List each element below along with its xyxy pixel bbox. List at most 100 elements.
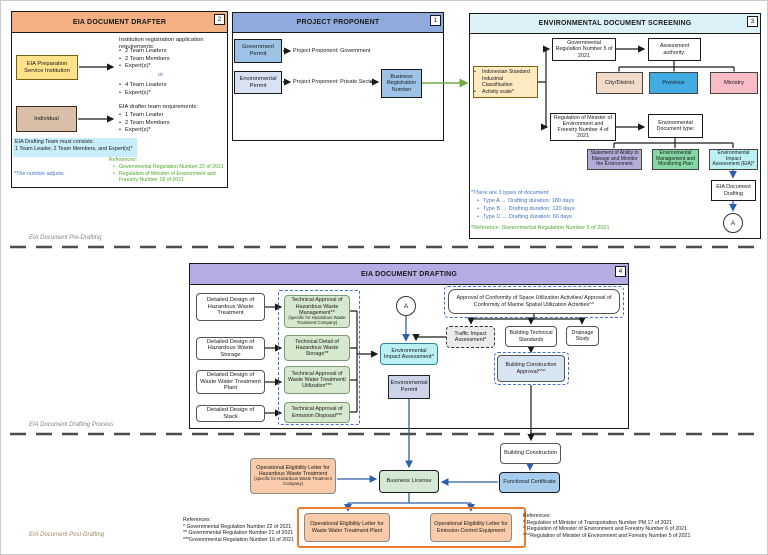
business-registration-label: Business Registration Number (386, 74, 417, 93)
environmental-permit-box: Environmental Permit (234, 71, 282, 94)
document-type-box: Environmental Document type: (648, 114, 703, 138)
references-right-block: References: * Regulation of Minister of … (523, 513, 690, 539)
eia-document-drafting-label: EIA Document Drafting (716, 184, 751, 197)
assessment-authority-label: Assessment authority: (659, 43, 690, 56)
building-construction-box: Building Construction (500, 443, 561, 464)
reference-line: * Regulation of Minister of Transportati… (523, 519, 673, 526)
bullet-item: Indonesian Standard Industrial Classific… (476, 69, 535, 89)
statement-label: Statement of Ability to Manage and Monit… (590, 149, 639, 168)
screening-reference: *Reference: Governmental Regulation Numb… (471, 225, 610, 231)
design-label: Detailed Design of Hazardous Waste Treat… (206, 297, 255, 317)
environmental-permit-result-box: Environmental Permit (388, 375, 430, 399)
ministry-label: Ministry (724, 79, 744, 86)
institution-label: EIA Preparation Service Institution (24, 60, 70, 74)
phase-separator-lines (10, 245, 760, 436)
building-technical-standards-label: Building Technical Standards (509, 330, 553, 343)
drainage-study-box: Drainage Study (566, 326, 599, 346)
reference-line: ^^^Regulation of Minister of Environment… (523, 532, 691, 539)
drafter-footnote: *The number adjusts (14, 171, 64, 177)
reference-line: ***Governmental Regulation Number 16 of … (183, 536, 294, 543)
bullet-item: Expert(s)* (119, 90, 225, 98)
design-stack-box: Detailed Design of Stack (196, 405, 265, 422)
doctype-eia-box: Environmental Impact Assessment (EIA)* (709, 149, 758, 170)
drafter-number-badge: 2 (214, 14, 225, 25)
drafter-references-list: Governmental Regulation Number 22 of 202… (113, 164, 225, 184)
connector-a-label: A (403, 302, 409, 310)
approval-label: Technical Approval of Hazardous Waste Ma… (291, 297, 343, 316)
design-waste-water-plant-box: Detailed Design of Waste Water Treatment… (196, 370, 265, 394)
design-label: Detailed Design of Hazardous Waste Stora… (206, 338, 255, 358)
approval-waste-water-box: Technical Approval of Waste Water Treatm… (284, 366, 350, 394)
functional-certificate-label: Functional Certificate (503, 479, 556, 486)
connector-a-circle-screening: A (723, 213, 743, 233)
proponent-title: PROJECT PROPONENT (296, 19, 380, 26)
phase-label-drafting-process: EIA Document Drafting Process (29, 422, 114, 428)
regulation-5-box: Governmental Regulation Number 5 of 2021 (552, 38, 616, 61)
reference-line: ** Governmental Regulation Number 21 of … (183, 530, 294, 537)
bullet-item: Type B → Drafting duration: 120 days (477, 206, 647, 214)
building-construction-approval-label: Building Construction Approval^^^ (505, 362, 557, 375)
approval-label: Technical Detail of Hazardous Waste Stor… (295, 338, 339, 358)
phase-label-pre-drafting: EIA Document Pre-Drafting (29, 235, 102, 241)
approval-label: Technical Approval of Emission Disposal*… (291, 406, 343, 419)
bullet-item: 2 Team Leaders (119, 48, 225, 56)
drafting-title: EIA DOCUMENT DRAFTING (360, 270, 458, 278)
bullet-item: Governmental Regulation Number 22 of 202… (113, 164, 225, 171)
bullet-item: 4 Team Leaders (119, 82, 225, 90)
drafter-header: EIA DOCUMENT DRAFTER 2 (12, 12, 227, 33)
assessment-authority-box: Assessment authority: (648, 38, 701, 61)
doctype-statement-box: Statement of Ability to Manage and Monit… (587, 149, 642, 170)
bullet-item: 2 Team Members (119, 56, 225, 64)
management-plan-label: Environmental Management and Monitoring … (656, 149, 695, 168)
space-utilization-approval-label: Approval of Conformity of Space Utilizat… (456, 295, 612, 308)
government-flow-text: Project Proponent: Government (293, 48, 371, 54)
authority-ministry-box: Ministry (710, 72, 758, 94)
team-req-list: 1 Team Leader 2 Team Members Expert(s)* (119, 112, 225, 135)
bullet-item: Activity scale* (476, 89, 514, 96)
bullet-item: Type A → Drafting duration: 180 days (477, 198, 647, 206)
proponent-number-badge: 1 (430, 15, 441, 26)
screening-header: ENVIRONMENTAL DOCUMENT SCREENING 3 (470, 14, 760, 34)
references-title: References: (183, 517, 211, 523)
section-eia-document-drafter: EIA DOCUMENT DRAFTER 2 (11, 11, 228, 188)
business-license-label: Business License (386, 478, 432, 485)
approval-hazardous-waste-management-box: Technical Approval of Hazardous Waste Ma… (284, 295, 350, 328)
screening-title: ENVIRONMENTAL DOCUMENT SCREENING (538, 20, 692, 27)
waste-water-eligibility-letter-box: Operational Eligibility Letter for Waste… (304, 513, 390, 542)
waste-water-eligibility-letter-label: Operational Eligibility Letter for Waste… (310, 521, 384, 534)
blue-flow-arrows (337, 170, 737, 512)
screening-criteria-box: Indonesian Standard Industrial Classific… (473, 66, 538, 98)
team-note: EIA Drafting Team must consists: 1 Team … (13, 138, 137, 157)
approval-emission-disposal-box: Technical Approval of Emission Disposal*… (284, 402, 350, 423)
institution-req-list-a: 2 Team Leaders 2 Team Members Expert(s)* (119, 48, 225, 71)
regulation-4-box: Regulation of Minister of Environment an… (550, 113, 616, 141)
references-left-block: References: * Governmental Regulation Nu… (183, 517, 294, 543)
environmental-permit-label: Environmental Permit (239, 75, 277, 89)
bullet-item: 1 Team Leader (119, 112, 225, 120)
authority-province-box: Province (649, 72, 698, 94)
building-construction-approval-box: Building Construction Approval^^^ (497, 355, 565, 382)
design-hazardous-waste-storage-box: Detailed Design of Hazardous Waste Stora… (196, 337, 265, 360)
environmental-permit-result-label: Environmental Permit (390, 380, 428, 393)
drafting-number-badge: 4 (615, 266, 626, 277)
traffic-impact-assessment-label: Traffic Impact Assessment* (454, 330, 487, 343)
bullet-item: Type C → Drafting duration: 60 days (477, 214, 647, 222)
business-registration-box: Business Registration Number (381, 69, 422, 98)
hazardous-eligibility-letter-label: Operational Eligibility Letter for Hazar… (256, 465, 330, 478)
traffic-impact-assessment-box: Traffic Impact Assessment* (446, 326, 495, 348)
government-permit-label: Government Permit (242, 44, 274, 57)
document-type-label: Environmental Document type: (656, 119, 695, 132)
reference-line: ^ Regulation of Minister of Environment … (523, 526, 687, 533)
drafter-title: EIA DOCUMENT DRAFTER (72, 18, 167, 26)
operational-letters-group (297, 507, 526, 548)
design-hazardous-waste-treatment-box: Detailed Design of Hazardous Waste Treat… (196, 293, 265, 321)
doctype-management-plan-box: Environmental Management and Monitoring … (652, 149, 699, 170)
hazardous-eligibility-letter-sublabel: (specific for Hazardous Waste Treatment … (254, 476, 332, 487)
approval-sublabel: (specific for Hazardous Waste Treatment … (288, 315, 346, 325)
design-label: Detailed Design of Waste Water Treatment… (200, 372, 261, 392)
screening-number-badge: 3 (747, 16, 758, 27)
connector-a-circle-drafting: A (396, 296, 416, 316)
bullet-item: Regulation of Minister of Environment an… (113, 171, 225, 184)
regulation-4-label: Regulation of Minister of Environment an… (553, 114, 613, 140)
